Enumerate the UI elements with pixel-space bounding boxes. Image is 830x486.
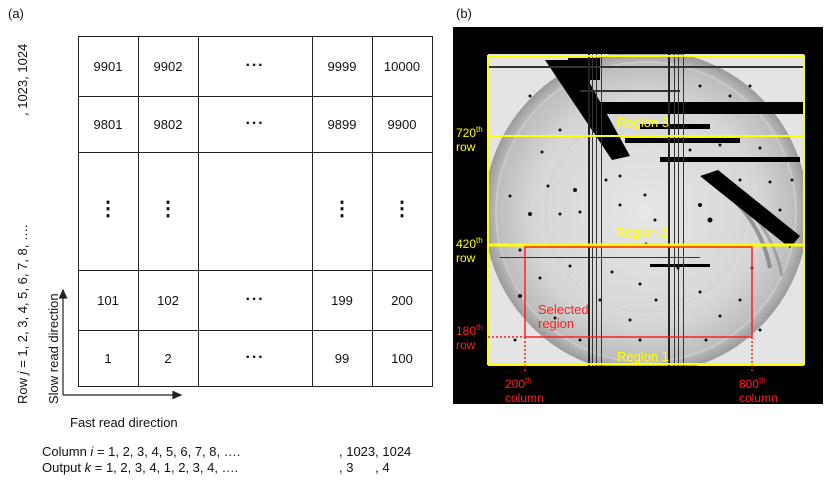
cell-r4-c2: ··· [245,349,265,366]
cell-r1-c3: 9899 [327,117,357,132]
column-200-label: 200th column [505,376,544,405]
cell-r1-c2: ··· [245,115,265,132]
cell-r4-c4: 100 [391,351,413,366]
fast-read-direction-label: Fast read direction [70,415,178,430]
column-index-label: Column i = 1, 2, 3, 4, 5, 6, 7, 8, …. [42,444,241,459]
region-2-label: Region 2 [616,225,669,240]
cell-r3-c4: 200 [391,293,413,308]
cell-r3-c1: 102 [157,293,179,308]
row-720-label: 720th row [456,125,483,154]
cell-r1-c1: 9802 [153,117,183,132]
panel-b-label: (b) [456,6,472,21]
cell-r3-c3: 199 [331,293,353,308]
cell-r0-c1: 9902 [153,59,183,74]
cell-r4-c1: 2 [164,351,172,366]
cell-r0-c3: 9999 [327,59,357,74]
cell-r1-c0: 9801 [93,117,123,132]
cell-r4-c0: 1 [104,351,112,366]
column-index-end-label: , 1023, 1024 [339,444,412,459]
row-180-label: 180th row [456,323,483,352]
cell-r3-c0: 101 [97,293,119,308]
region-3-label: Region 3 [617,115,670,130]
cell-r3-c2: ··· [245,291,265,308]
output-index-end-label: , 3 , 4 [339,460,390,475]
cell-r0-c2: ··· [245,57,265,74]
cell-r1-c4: 9900 [387,117,417,132]
cell-r0-c4: 10000 [383,59,421,74]
panel-a-label: (a) [8,6,24,21]
cell-r4-c3: 99 [334,351,350,366]
output-index-label: Output k = 1, 2, 3, 4, 1, 2, 3, 4, …. [42,460,239,475]
column-800-label: 800th column [739,376,778,405]
row-420-label: 420th row [456,236,483,265]
cell-r0-c0: 9901 [93,59,123,74]
selected-region-label: Selected region [538,302,589,331]
region-1-label: Region 1 [617,349,670,364]
